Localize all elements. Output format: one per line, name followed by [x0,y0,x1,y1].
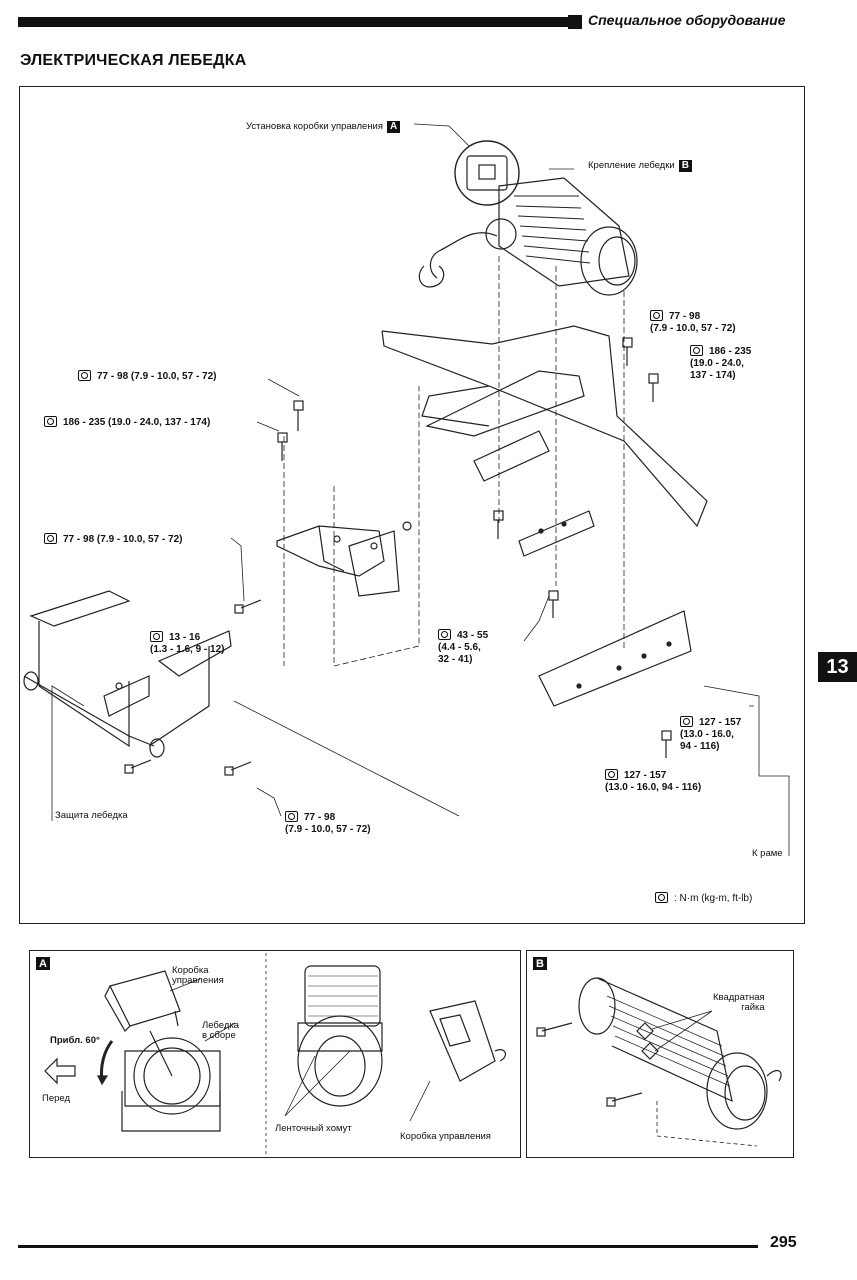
winch-assembly [418,140,638,296]
mount-bracket [276,521,412,597]
torque-spec-1: 77 - 98 (7.9 - 10.0, 57 - 72) [650,310,736,334]
torque-icon [690,345,703,356]
detail-b-panel: B Квадратная гайка [526,950,794,1158]
torque-icon [438,629,451,640]
detail-a-band-clamp-label: Ленточный хомут [275,1123,352,1134]
header-rule [18,17,578,27]
detail-b-drawing [536,977,782,1147]
callout-b: B [678,160,692,172]
callout-a: A [387,121,401,133]
torque-spec-9: 127 - 157 (13.0 - 16.0, 94 - 116) [605,769,702,793]
chapter-tab: 13 [818,652,857,682]
torque-icon [650,310,663,321]
detail-a-panel: A Коробка управления Лебедка в сборе При… [29,950,521,1158]
detail-b-badge: B [533,957,547,970]
torque-spec-5: 77 - 98 (7.9 - 10.0, 57 - 72) [44,533,183,546]
detail-a-control-box-label-2: Коробка управления [400,1131,491,1142]
detail-b-square-nut-label: Квадратная гайка [713,992,765,1013]
torque-spec-3: 77 - 98 (7.9 - 10.0, 57 - 72) [78,370,217,383]
torque-spec-6: 13 - 16 (1.3 - 1.6, 9 - 12) [150,631,225,655]
torque-icon [150,631,163,642]
detail-a-control-box-label: Коробка управления [172,965,224,986]
diagram-frame [19,86,805,924]
page-number: 295 [770,1234,797,1251]
to-frame-label: К раме [752,848,783,859]
torque-icon [605,769,618,780]
torque-spec-10: 77 - 98 (7.9 - 10.0, 57 - 72) [285,811,371,835]
torque-spec-2: 186 - 235 (19.0 - 24.0, 137 - 174) [690,345,752,381]
torque-icon [44,533,57,544]
torque-spec-4: 186 - 235 (19.0 - 24.0, 137 - 174) [44,416,210,429]
exploded-diagram [23,123,790,856]
detail-a-winch-assembly-label: Лебедка в сборе [202,1020,240,1041]
header-square [568,15,582,29]
torque-icon [680,716,693,727]
unit-legend: : N·m (kg-m, ft-lb) [655,892,752,905]
torque-icon [78,370,91,381]
front-plate [538,610,692,707]
torque-spec-8: 127 - 157 (13.0 - 16.0, 94 - 116) [680,716,742,752]
detail-a-badge: A [36,957,50,970]
winch-guard-label: Защита лебедка [55,810,128,821]
torque-spec-7: 43 - 55 (4.4 - 5.6, 32 - 41) [438,629,489,665]
footer-rule [18,1245,758,1248]
detail-a-angle-label: Прибл. 60° [50,1035,100,1046]
page-title: ЭЛЕКТРИЧЕСКАЯ ЛЕБЕДКА [20,52,247,69]
torque-icon [655,892,668,903]
vehicle-frame [381,325,708,557]
detail-a-front-label: Перед [42,1093,71,1104]
section-title: Специальное оборудование [588,12,786,28]
winch-guard [23,590,232,758]
torque-icon [44,416,57,427]
bolts [124,337,672,776]
torque-icon [285,811,298,822]
detail-a-drawing [44,953,507,1157]
